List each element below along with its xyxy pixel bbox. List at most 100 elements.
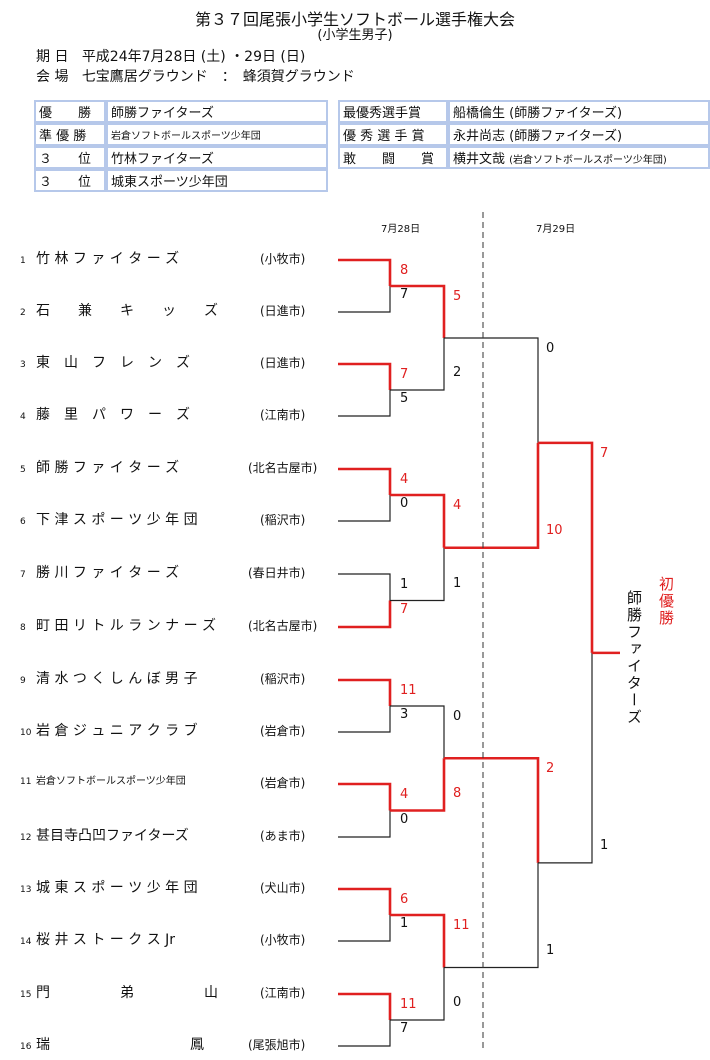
team-city: (岩倉市) [260, 776, 306, 790]
bracket-line [390, 967, 445, 1021]
date-label: 期 日 [36, 49, 69, 65]
team-name: 清 水 つ く し ん ぼ 男 子 [36, 671, 198, 687]
team-number: 10 [20, 728, 32, 738]
team-city: (北名古屋市) [248, 619, 318, 633]
team-row: 15 門 弟 山 (江南市) [20, 982, 305, 1002]
score: 2 [546, 761, 555, 777]
result-team: 竹林ファイターズ [106, 146, 328, 169]
bracket-line [338, 573, 391, 601]
bracket-win-line [390, 493, 446, 548]
award-name-text: 横井文哉 [453, 152, 506, 167]
bracket-line [338, 390, 391, 417]
result-team: 岩倉ソフトボールスポーツ少年団 [106, 123, 328, 146]
bracket-line [338, 286, 391, 313]
team-name: 門 弟 山 [36, 985, 218, 1001]
bracket-line [390, 338, 445, 391]
team-city: (岩倉市) [260, 724, 306, 738]
bracket-win-line [338, 992, 392, 1020]
date-value: 平成24年7月28日 (土) ・29日 (日) [81, 49, 306, 65]
team-city: (小牧市) [260, 252, 306, 266]
team-name: 竹 林 フ ァ イ タ ー ズ [36, 251, 180, 267]
date-row: 期 日 平成24年7月28日 (土) ・29日 (日) [36, 46, 305, 66]
award-label: 最優秀選手賞 [338, 100, 448, 123]
team-number: 9 [20, 676, 26, 686]
team-city: (小牧市) [260, 933, 306, 947]
score: 4 [400, 787, 409, 802]
bracket-line-group [338, 212, 620, 1048]
score: 1 [546, 942, 555, 958]
day2-date: 7月29日 [536, 224, 576, 235]
awards-table: 最優秀選手賞 船橋倫生 (師勝ファイターズ) 優 秀 選 手 賞 永井尚志 (師… [338, 100, 710, 169]
score: 1 [453, 575, 462, 591]
score: 1 [400, 916, 409, 931]
score: 7 [400, 367, 409, 382]
award-label: 敢 闘 賞 [338, 146, 448, 169]
score: 6 [400, 892, 409, 907]
team-city: (あま市) [260, 829, 306, 843]
team-city: (北名古屋市) [248, 461, 318, 475]
result-label: ３ 位 [34, 146, 106, 169]
team-name: 下 津 ス ポ ー ツ 少 年 団 [36, 512, 198, 528]
venue-value: 七宝鷹居グラウンド ： 蜂須賀グラウンド [81, 69, 355, 85]
team-city: (稲沢市) [260, 513, 306, 527]
score: 1 [400, 577, 409, 592]
bracket-win-line [338, 362, 392, 390]
team-name: 町 田 リ ト ル ラ ン ナ ー ズ [36, 618, 217, 634]
bracket-win-line [390, 284, 446, 338]
team-name: 瑞 鳳 [36, 1037, 204, 1053]
award-name: 永井尚志 (師勝ファイターズ) [448, 123, 710, 146]
team-number: 5 [20, 465, 26, 475]
team-city: (稲沢市) [260, 672, 306, 686]
award-label: 優 秀 選 手 賞 [338, 123, 448, 146]
score: 11 [400, 683, 417, 698]
result-team: 城東スポーツ少年団 [106, 169, 328, 192]
champion-badge: 初優勝 [657, 576, 675, 627]
team-name: 師 勝 フ ァ イ タ ー ズ [36, 460, 180, 476]
score: 0 [453, 709, 462, 724]
score: 8 [453, 785, 462, 801]
team-number: 6 [20, 517, 26, 527]
team-name: 東 山 フ レ ン ズ [36, 355, 190, 371]
score: 5 [400, 391, 409, 406]
bracket-line [444, 862, 539, 969]
team-name: 藤 里 パ ワ ー ズ [36, 407, 190, 423]
bracket-line [390, 705, 445, 759]
result-team: 師勝ファイターズ [106, 100, 328, 123]
team-number: 3 [20, 360, 26, 370]
venue-label: 会 場 [36, 69, 69, 85]
bracket-line [338, 1020, 391, 1047]
bracket-win-line [538, 441, 594, 653]
results-row: 準 優 勝 岩倉ソフトボールスポーツ少年団 [34, 123, 328, 146]
page-title: 第３７回尾張小学生ソフトボール選手権大会 [194, 10, 515, 29]
bracket-win-line [444, 442, 540, 550]
bracket-line [338, 495, 391, 522]
team-number: 15 [20, 990, 32, 1000]
score: 11 [400, 997, 417, 1012]
result-label: ３ 位 [34, 169, 106, 192]
bracket-win-line [390, 758, 446, 812]
day1-date: 7月28日 [381, 224, 421, 235]
team-name: 桜 井 ス ト ー ク ス Jr [36, 932, 176, 948]
team-row: 9 清 水 つ く し ん ぼ 男 子 (稲沢市) [20, 668, 305, 688]
page-subtitle: (小学生男子) [317, 28, 393, 43]
team-row: 8 町 田 リ ト ル ラ ン ナ ー ズ (北名古屋市) [20, 615, 317, 635]
team-number: 14 [20, 937, 32, 947]
bracket-win-line [338, 258, 392, 286]
team-city: (江南市) [260, 408, 306, 422]
team-city: (江南市) [260, 986, 306, 1000]
team-row: 1 竹 林 フ ァ イ タ ー ズ (小牧市) [20, 248, 305, 268]
team-number: 1 [20, 256, 26, 266]
team-name: 石 兼 キ ッ ズ [36, 303, 218, 319]
awards-row: 優 秀 選 手 賞 永井尚志 (師勝ファイターズ) [338, 123, 710, 146]
team-row: 6 下 津 ス ポ ー ツ 少 年 団 (稲沢市) [20, 509, 305, 529]
team-name: 勝 川 フ ァ イ タ ー ズ [36, 565, 180, 581]
award-name-note: (岩倉ソフトボールスポーツ少年団) [509, 155, 667, 166]
score: 2 [453, 365, 462, 380]
team-number: 8 [20, 623, 26, 633]
result-label: 準 優 勝 [34, 123, 106, 146]
